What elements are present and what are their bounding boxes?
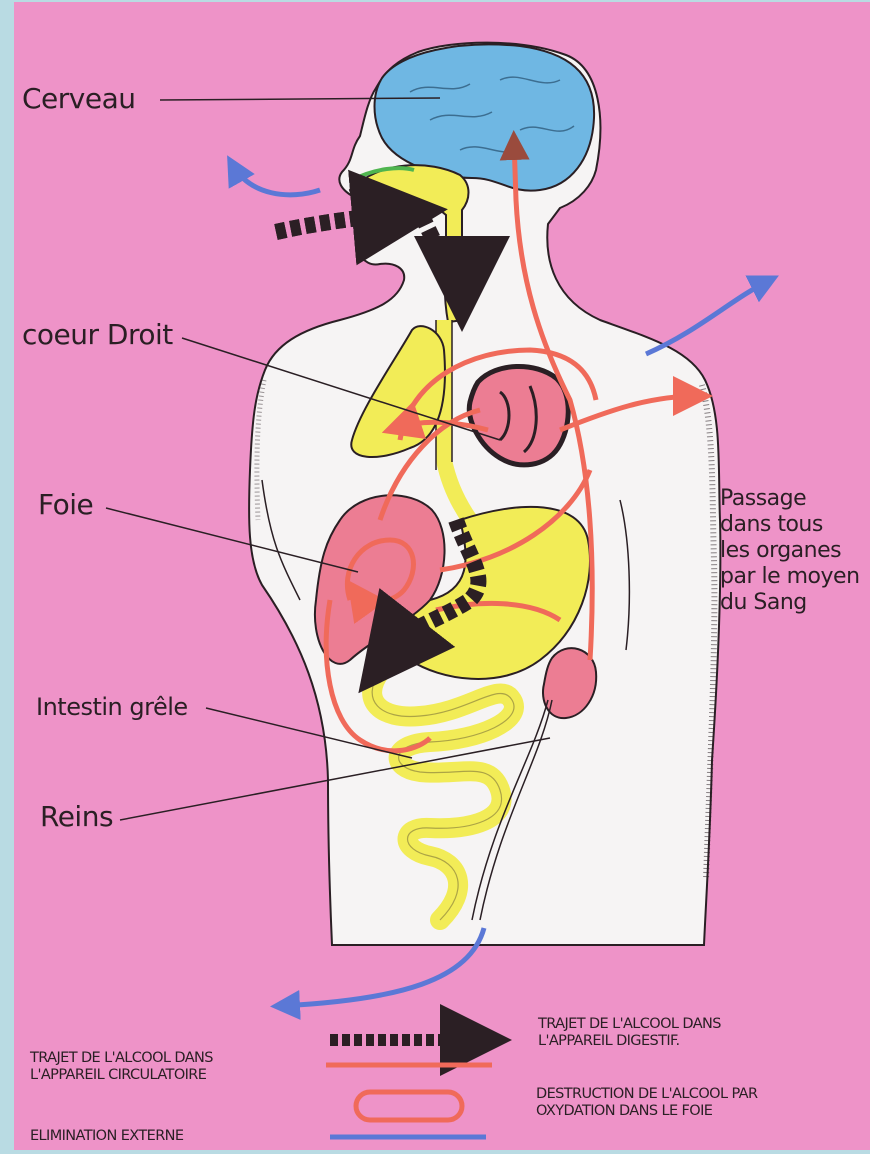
legend-elimination-text: ELIMINATION EXTERNE [30, 1128, 184, 1145]
legend-digestive-text: TRAJET DE L'ALCOOL DANS L'APPAREIL DIGES… [538, 1016, 721, 1050]
label-cerveau: Cerveau [22, 82, 136, 115]
label-intestin: Intestin grêle [36, 694, 188, 720]
label-foie: Foie [38, 488, 93, 521]
label-reins: Reins [40, 800, 113, 833]
legend-circulatory-text: TRAJET DE L'ALCOOL DANS L'APPAREIL CIRCU… [30, 1050, 213, 1084]
legend-oxidation-text: DESTRUCTION DE L'ALCOOL PAR OXYDATION DA… [536, 1086, 757, 1120]
label-passage: Passage dans tous les organes par le moy… [720, 486, 860, 616]
label-coeur: coeur Droit [22, 318, 173, 351]
